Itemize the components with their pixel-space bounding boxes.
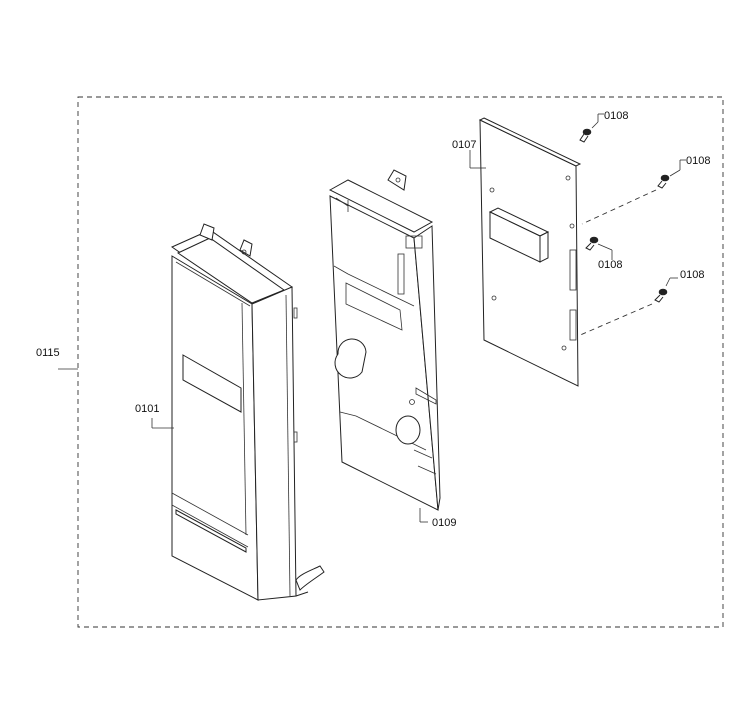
- screw-a-label: 0108: [604, 110, 628, 122]
- door-panel-part: [151, 223, 325, 601]
- screw-c-part: [585, 236, 613, 260]
- screw-a-part: [579, 113, 604, 143]
- pcb-label: 0107: [452, 139, 476, 151]
- bracket-label: 0109: [432, 517, 456, 529]
- bracket-part: [328, 169, 441, 523]
- pcb-part: [469, 117, 582, 387]
- screw-d-label: 0108: [680, 269, 704, 281]
- assembly-boundary: [77, 96, 724, 628]
- screw-c-label: 0108: [598, 259, 622, 271]
- screw-b-part: [581, 159, 686, 225]
- screw-d-part: [577, 277, 678, 337]
- assembly-label: 0115: [36, 347, 60, 359]
- screw-b-label: 0108: [686, 155, 710, 167]
- door-panel-label: 0101: [135, 403, 159, 415]
